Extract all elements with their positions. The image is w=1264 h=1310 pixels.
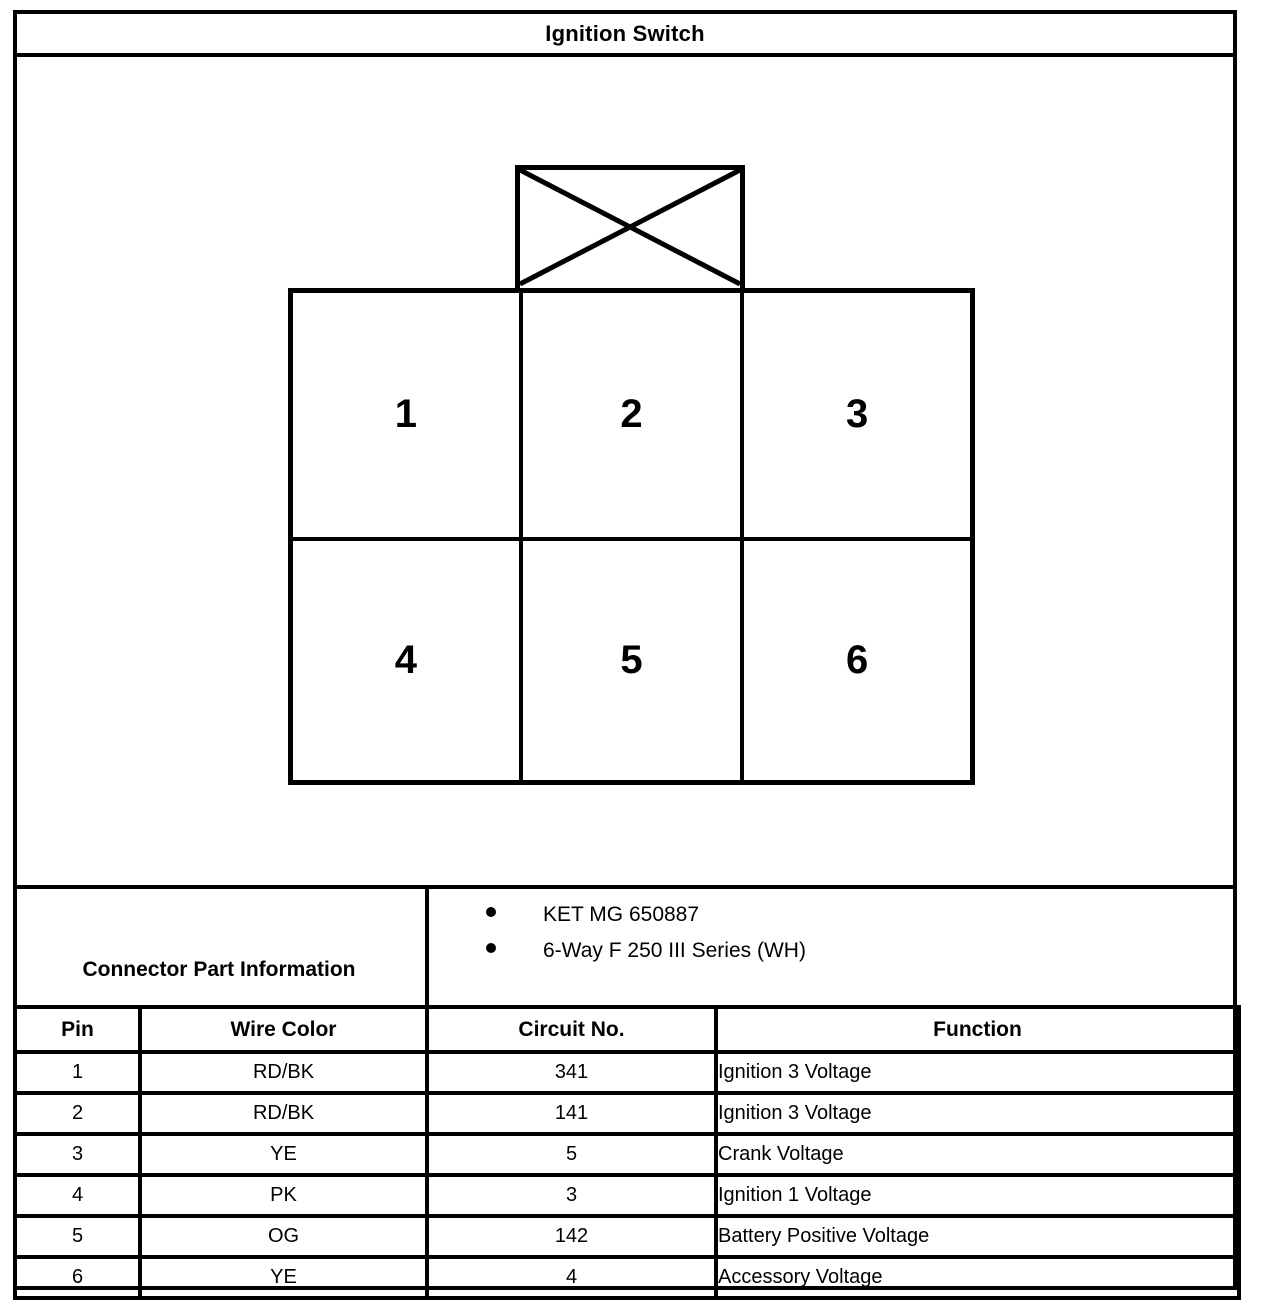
- cell-circuit-no: 141: [425, 1091, 718, 1136]
- part-info-list: KET MG 650887 6-Way F 250 III Series (WH…: [429, 889, 1237, 1005]
- pin-assignment-table: Pin Wire Color Circuit No. Function 1 RD…: [13, 1005, 1241, 1300]
- connector-cavity-3: 3: [744, 293, 970, 537]
- cavity-number: 5: [620, 637, 643, 682]
- cell-circuit-no: 3: [425, 1173, 718, 1218]
- bullet-icon: [486, 943, 496, 953]
- cavity-number: 4: [394, 637, 417, 682]
- cell-pin: 5: [13, 1214, 142, 1259]
- cell-function: Ignition 1 Voltage: [714, 1173, 1241, 1218]
- table-header-row: Pin Wire Color Circuit No. Function: [13, 1005, 1241, 1054]
- part-info-column-divider: [425, 889, 429, 1005]
- cell-wire-color: RD/BK: [138, 1091, 429, 1136]
- list-item: KET MG 650887: [429, 903, 1237, 939]
- connector-cavity-grid: 1 2 3 4 5 6: [288, 288, 975, 785]
- page-title-bar: Ignition Switch: [13, 10, 1237, 57]
- cell-wire-color: PK: [138, 1173, 429, 1218]
- cell-function: Accessory Voltage: [714, 1255, 1241, 1300]
- part-info-top-divider: [13, 885, 1237, 889]
- bullet-icon: [486, 907, 496, 917]
- cell-pin: 4: [13, 1173, 142, 1218]
- cell-pin: 1: [13, 1050, 142, 1095]
- column-header-circuit-no: Circuit No.: [425, 1005, 718, 1054]
- cell-pin: 2: [13, 1091, 142, 1136]
- connector-part-information: Connector Part Information KET MG 650887…: [13, 889, 1237, 1005]
- list-item: 6-Way F 250 III Series (WH): [429, 939, 1237, 975]
- connector-cavity-6: 6: [744, 536, 970, 781]
- cell-wire-color: OG: [138, 1214, 429, 1259]
- connector-cavity-5: 5: [518, 536, 745, 780]
- column-header-function: Function: [714, 1005, 1241, 1054]
- cell-pin: 3: [13, 1132, 142, 1177]
- cell-circuit-no: 341: [425, 1050, 718, 1095]
- connector-cavity-4: 4: [293, 536, 519, 781]
- cell-function: Battery Positive Voltage: [714, 1214, 1241, 1259]
- cell-wire-color: YE: [138, 1132, 429, 1177]
- cavity-number: 3: [846, 392, 869, 437]
- part-info-label: Connector Part Information: [82, 958, 356, 981]
- tab-cross-icon: [518, 167, 742, 287]
- connector-cavity-1: 1: [293, 293, 519, 537]
- table-row: 2 RD/BK 141 Ignition 3 Voltage: [13, 1091, 1241, 1136]
- cell-wire-color: YE: [138, 1255, 429, 1300]
- cell-function: Crank Voltage: [714, 1132, 1241, 1177]
- cavity-number: 2: [620, 392, 643, 437]
- cell-function: Ignition 3 Voltage: [714, 1050, 1241, 1095]
- cell-function: Ignition 3 Voltage: [714, 1091, 1241, 1136]
- part-number: KET MG 650887: [543, 903, 700, 926]
- keying-tab: [515, 165, 745, 289]
- connector-cavity-2: 2: [518, 293, 745, 537]
- table-row: 1 RD/BK 341 Ignition 3 Voltage: [13, 1050, 1241, 1095]
- column-header-pin: Pin: [13, 1005, 142, 1054]
- cavity-number: 1: [394, 392, 417, 437]
- part-description: 6-Way F 250 III Series (WH): [543, 939, 806, 962]
- table-row: 3 YE 5 Crank Voltage: [13, 1132, 1241, 1177]
- cell-pin: 6: [13, 1255, 142, 1300]
- cell-circuit-no: 142: [425, 1214, 718, 1259]
- page-title: Ignition Switch: [545, 20, 705, 46]
- connector-diagram: 1 2 3 4 5 6: [13, 57, 1237, 885]
- cavity-number: 6: [846, 637, 869, 682]
- cell-circuit-no: 4: [425, 1255, 718, 1300]
- title-divider: [13, 53, 1237, 57]
- part-info-label-cell: Connector Part Information: [13, 889, 425, 1005]
- table-row: 4 PK 3 Ignition 1 Voltage: [13, 1173, 1241, 1218]
- column-header-wire-color: Wire Color: [138, 1005, 429, 1054]
- table-row: 6 YE 4 Accessory Voltage: [13, 1255, 1241, 1300]
- table-row: 5 OG 142 Battery Positive Voltage: [13, 1214, 1241, 1259]
- cell-circuit-no: 5: [425, 1132, 718, 1177]
- cell-wire-color: RD/BK: [138, 1050, 429, 1095]
